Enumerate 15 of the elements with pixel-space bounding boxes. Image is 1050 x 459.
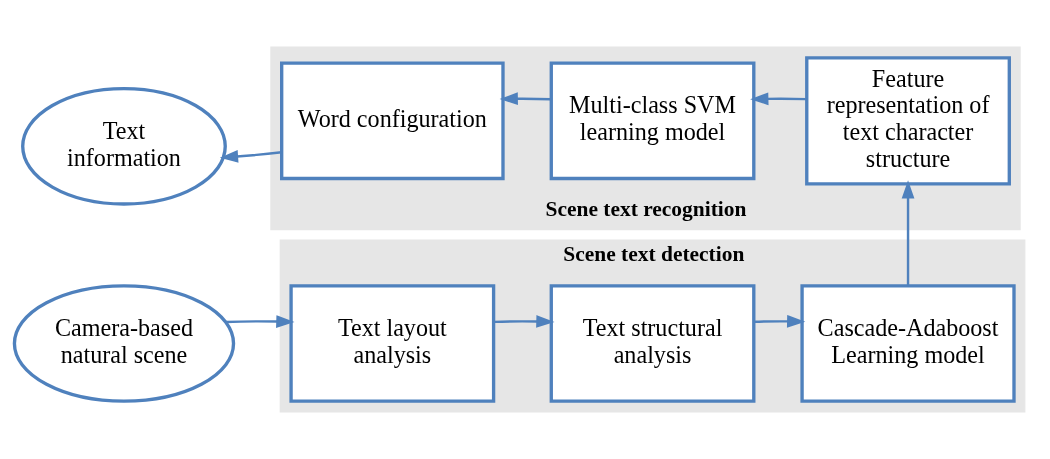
node-box: Multi-class SVM learning model bbox=[549, 61, 756, 181]
node-box: Cascade-Adaboost Learning model bbox=[800, 284, 1016, 403]
node-box: Text layout analysis bbox=[289, 284, 496, 403]
arrow bbox=[225, 315, 295, 328]
arrow bbox=[493, 315, 555, 328]
arrow bbox=[750, 92, 807, 106]
arrow bbox=[219, 150, 282, 163]
node-ellipse: Camera-based natural scene bbox=[12, 284, 236, 403]
arrow bbox=[901, 180, 915, 286]
node-box: Text structural analysis bbox=[549, 284, 756, 403]
node-ellipse: Text information bbox=[21, 87, 227, 206]
arrow bbox=[753, 315, 806, 328]
node-box: Feature representation of text character structure bbox=[805, 56, 1011, 186]
node-box: Word configuration bbox=[280, 61, 505, 181]
arrow bbox=[499, 92, 552, 106]
